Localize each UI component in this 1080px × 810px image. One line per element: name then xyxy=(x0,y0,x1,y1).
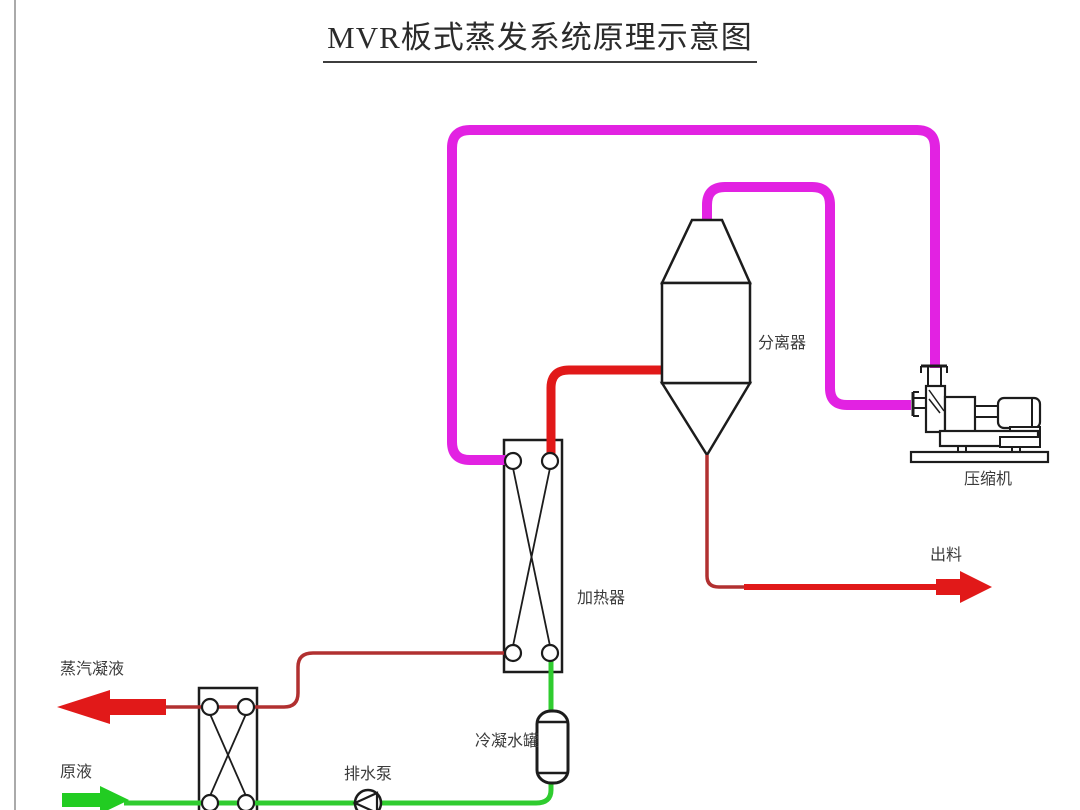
compressed-steam-pipe-loop xyxy=(447,125,940,465)
page-title: MVR板式蒸发系统原理示意图 xyxy=(323,12,757,63)
heater-port-bottom-right xyxy=(540,643,560,663)
separator-body xyxy=(660,281,752,385)
title-bar: MVR板式蒸发系统原理示意图 xyxy=(0,12,1080,63)
heater-plate-diagonal xyxy=(512,467,551,647)
preheater-port-top-right xyxy=(236,697,256,717)
compressor-baseplate xyxy=(909,450,1050,464)
raw-liquid-label: 原液 xyxy=(60,763,92,781)
drain-pump-impeller xyxy=(352,791,379,810)
heater-body xyxy=(502,438,564,674)
separator-label: 分离器 xyxy=(758,334,806,352)
separator-top-cone xyxy=(660,218,752,285)
discharge-arrow xyxy=(936,571,992,603)
compressor-volute-scroll xyxy=(928,398,941,414)
discharge-label: 出料 xyxy=(930,546,962,564)
preheater-port-bottom-right xyxy=(236,793,256,810)
discharge-line-riser xyxy=(705,455,748,589)
feed-line-main xyxy=(124,778,554,806)
compressor-motor xyxy=(996,396,1042,430)
compressor xyxy=(909,364,1050,464)
condensate-tank xyxy=(535,709,570,785)
steam-condensate-label: 蒸汽凝液 xyxy=(60,660,124,678)
heater-port-bottom-left xyxy=(503,643,523,663)
heater-port-top-left xyxy=(503,451,523,471)
heater-port-top-right xyxy=(540,451,560,471)
drain-pump xyxy=(352,788,383,810)
preheater-port-bottom-left xyxy=(200,793,220,810)
preheater-port-top-left xyxy=(200,697,220,717)
condensate-tank-label: 冷凝水罐 xyxy=(475,732,539,750)
compressor-bearing-housing xyxy=(943,395,977,434)
steam-pipe-heater-to-separator xyxy=(546,365,662,460)
condensate-tank-shell xyxy=(535,709,570,785)
compressor-shaft xyxy=(974,405,1000,418)
compressor-pedestal-block xyxy=(999,436,1041,448)
compressor-label: 压缩机 xyxy=(964,470,1012,488)
raw-liquid-arrow xyxy=(62,786,129,810)
drain-pump-label: 排水泵 xyxy=(344,765,392,783)
preheater-plate-diagonal xyxy=(209,713,247,797)
condensate-line xyxy=(165,651,512,709)
compressed-steam-pipe-suction xyxy=(702,182,911,410)
separator-bottom-cone xyxy=(659,381,753,458)
heater-label: 加热器 xyxy=(577,589,625,607)
compressor-volute-scroll xyxy=(928,389,945,412)
steam-condensate-arrow xyxy=(57,690,166,724)
